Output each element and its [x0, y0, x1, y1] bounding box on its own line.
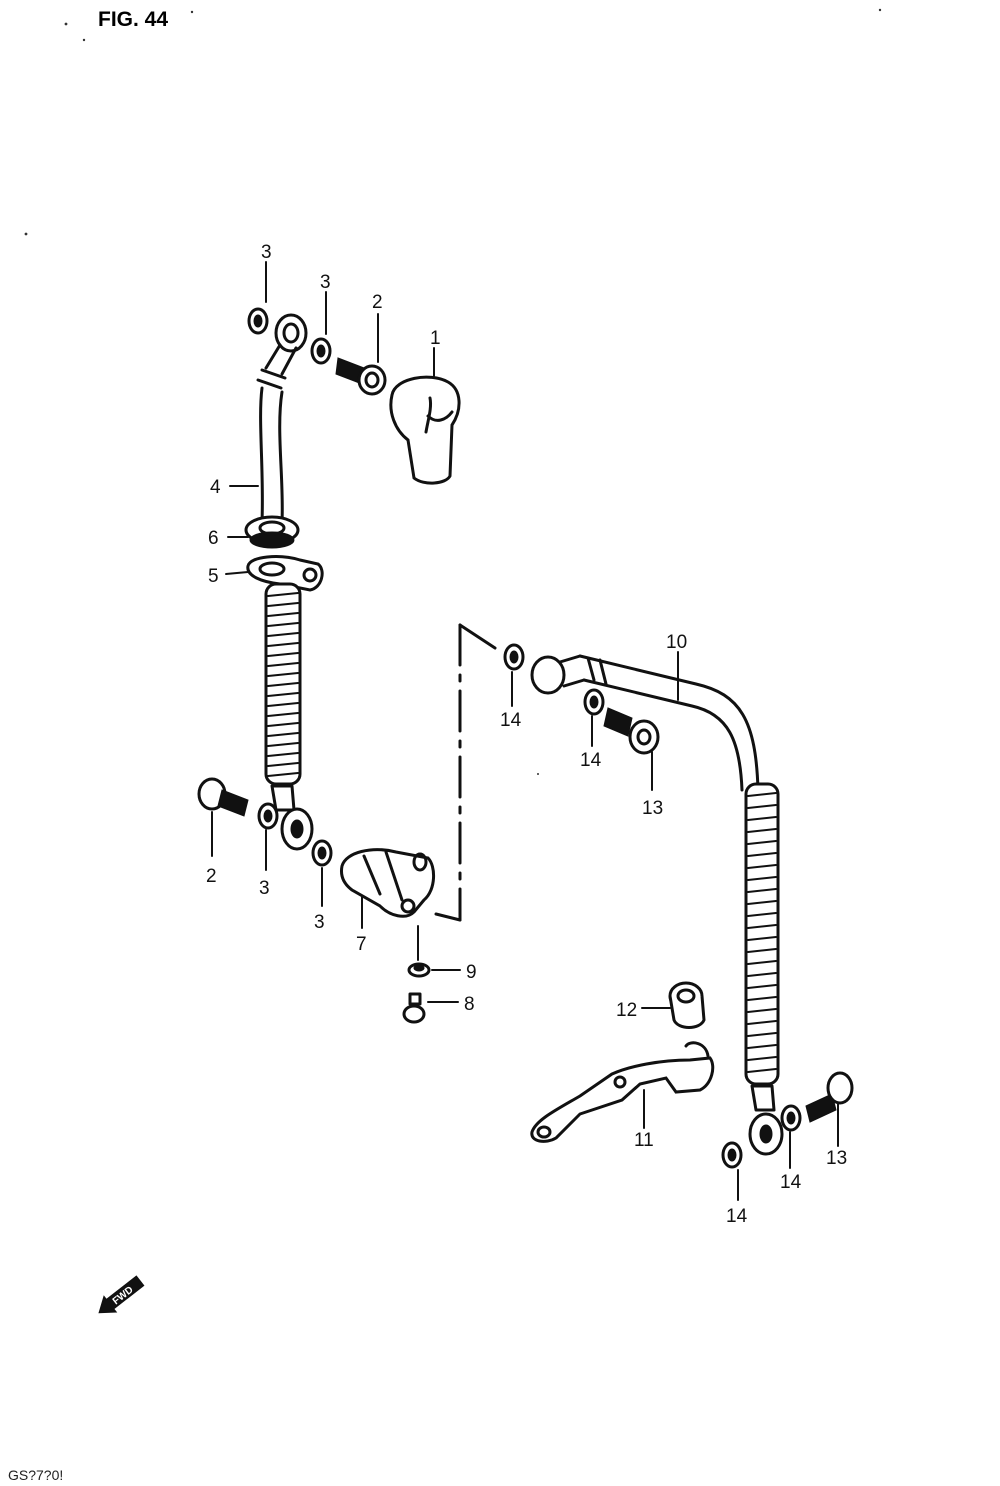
grommet-12 [668, 981, 706, 1029]
figure-title: FIG. 44 [98, 8, 168, 31]
banjo-fitting-right-top [530, 654, 586, 695]
label-part-11: 11 [634, 1130, 654, 1151]
label-part-14: 14 [580, 750, 602, 771]
label-part-7: 7 [356, 934, 367, 955]
washer-14-top [503, 643, 525, 671]
washer-3-lower-left [257, 802, 279, 830]
label-part-10: 10 [666, 632, 687, 653]
label-part-5: 5 [208, 566, 219, 587]
banjo-bolt-2-top [335, 357, 387, 396]
label-part-3: 3 [314, 912, 325, 933]
label-part-3: 3 [259, 878, 270, 899]
washer-14-bottom [721, 1141, 743, 1169]
bracket-11 [530, 1041, 715, 1143]
washer-3-top-right [310, 337, 332, 365]
plate-5 [246, 555, 324, 592]
label-part-13: 13 [642, 798, 663, 819]
forward-direction-arrow: FWD [98, 1275, 145, 1314]
washer-3-top-left [247, 307, 269, 335]
washer-3-lower-right [311, 839, 333, 867]
label-part-4: 4 [210, 477, 221, 498]
drawing-code: GS?7?0! [8, 1467, 63, 1483]
label-part-3: 3 [261, 242, 272, 263]
grommet-6 [244, 515, 300, 549]
label-part-2: 2 [206, 866, 217, 887]
screw-8 [402, 992, 426, 1024]
label-part-6: 6 [208, 528, 219, 549]
banjo-fitting-bottom [280, 807, 314, 851]
label-part-8: 8 [464, 994, 475, 1015]
label-part-9: 9 [466, 962, 477, 983]
bolt-13-top [603, 707, 660, 755]
joint-7 [340, 848, 435, 918]
label-part-2: 2 [372, 292, 383, 313]
banjo-fitting-right-bottom [748, 1112, 784, 1156]
banjo-bolt-2-lower [197, 777, 249, 817]
label-part-14: 14 [780, 1172, 802, 1193]
bolt-13-lower [805, 1071, 854, 1123]
label-part-14: 14 [726, 1206, 748, 1227]
label-part-14: 14 [500, 710, 522, 731]
washer-9 [407, 962, 431, 978]
dashed-guideline [434, 623, 497, 922]
braided-hose-right [744, 782, 780, 1112]
label-part-13: 13 [826, 1148, 847, 1169]
washer-14-lower-right [780, 1104, 802, 1132]
cap-part-1 [389, 375, 461, 485]
washer-14-second [583, 688, 605, 716]
brake-pipe-10 [578, 654, 760, 792]
braided-hose-left [264, 582, 302, 812]
scan-specks [24, 8, 882, 775]
brake-hose-4-upper [259, 386, 284, 524]
label-part-12: 12 [616, 1000, 637, 1021]
label-part-1: 1 [430, 328, 441, 349]
label-part-3: 3 [320, 272, 331, 293]
banjo-fitting-top [256, 313, 308, 390]
leader-lines [211, 261, 839, 1201]
